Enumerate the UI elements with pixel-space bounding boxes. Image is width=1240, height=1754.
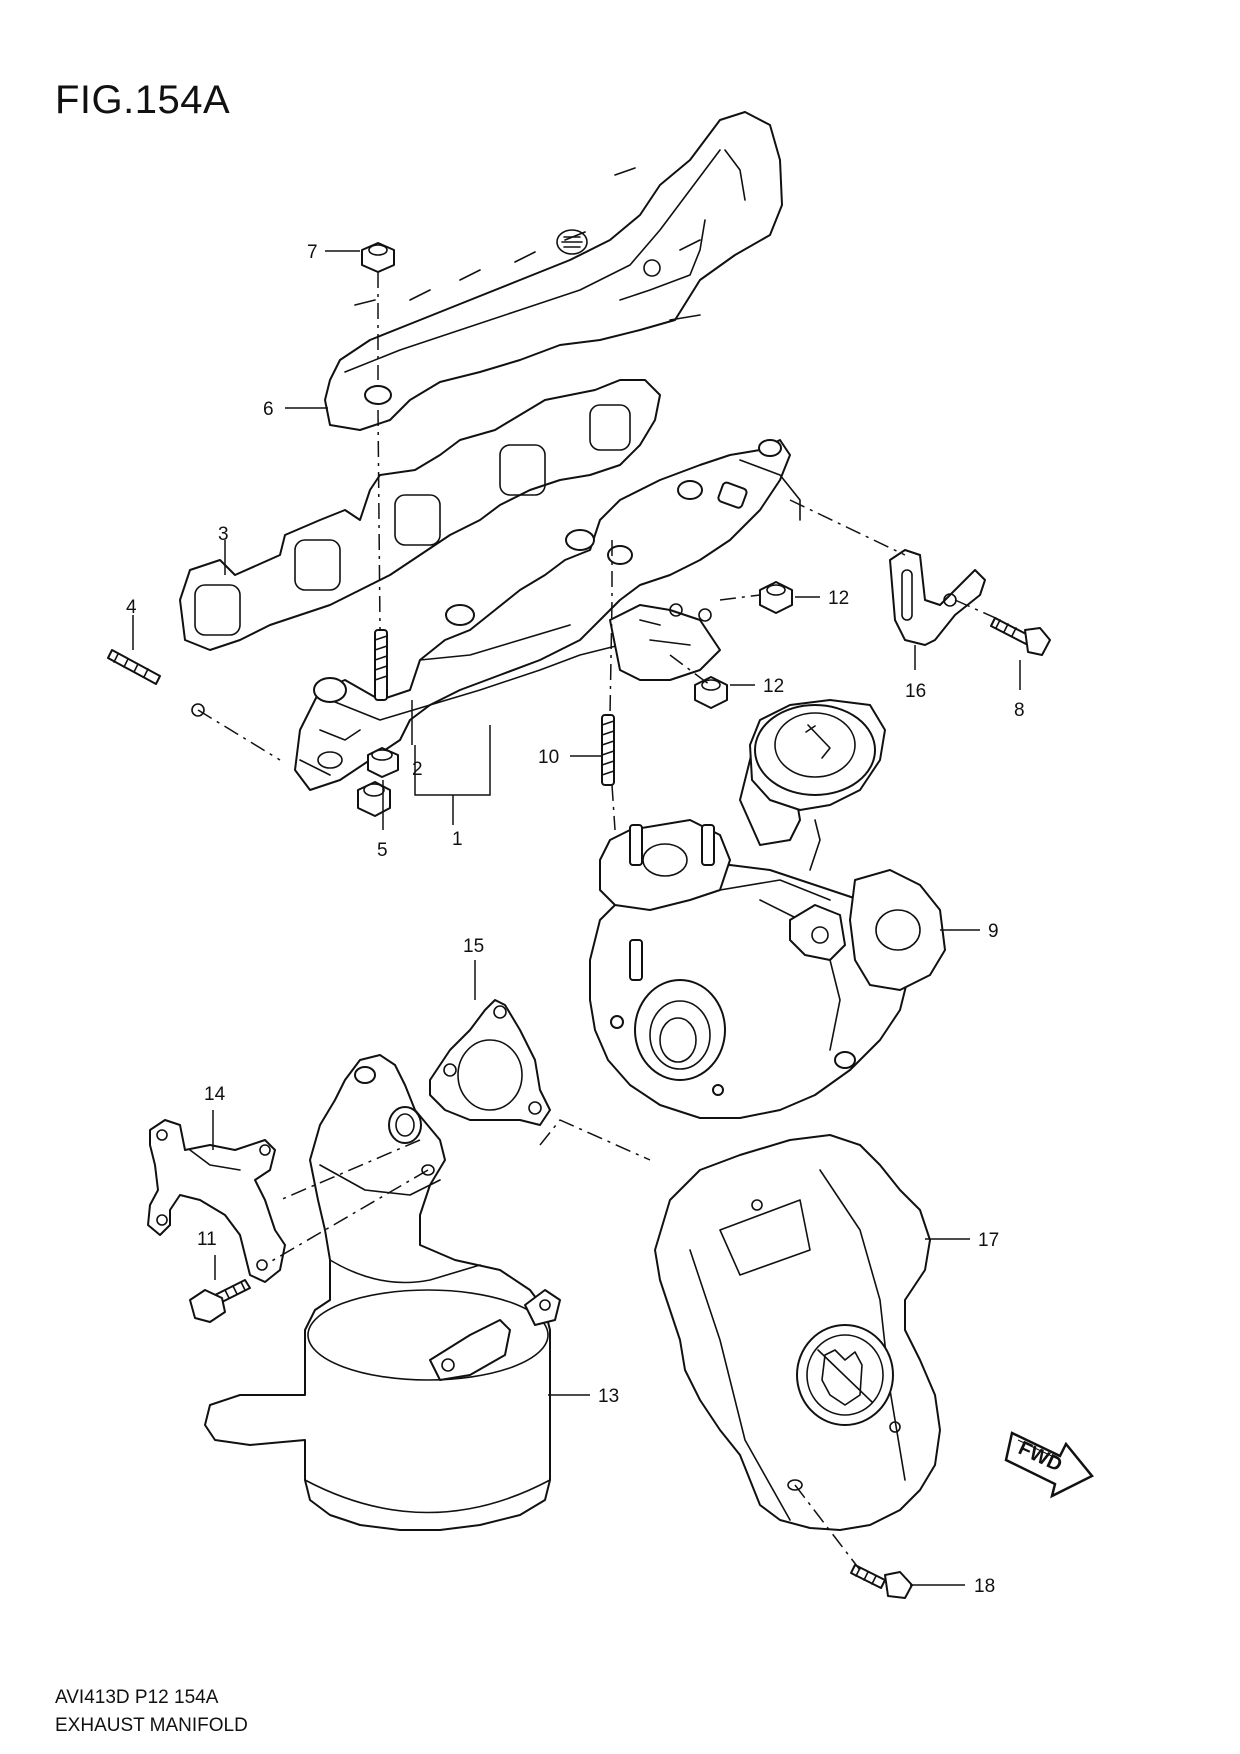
callout-3: 3 xyxy=(218,524,229,545)
callout-13: 13 xyxy=(598,1386,619,1407)
callout-14: 14 xyxy=(204,1084,226,1105)
callout-8: 8 xyxy=(1014,700,1025,721)
nut-12-lower xyxy=(694,676,728,709)
callout-17: 17 xyxy=(978,1230,999,1251)
callout-7: 7 xyxy=(307,242,318,263)
callout-15: 15 xyxy=(463,936,484,957)
callout-11: 11 xyxy=(197,1229,217,1250)
bolt-11 xyxy=(189,1279,251,1323)
bracket-16 xyxy=(889,549,986,646)
nut-on-stud xyxy=(367,747,399,778)
stud-10 xyxy=(601,714,615,786)
alignment-lines xyxy=(197,272,1001,1571)
callout-4: 4 xyxy=(126,597,137,618)
bracket-14 xyxy=(147,1119,286,1283)
bolt-8 xyxy=(990,617,1051,656)
nut-5 xyxy=(357,781,391,817)
bolt-18 xyxy=(850,1564,913,1599)
figure-code: AVI413D P12 154A xyxy=(55,1687,219,1708)
exhaust-manifold xyxy=(294,439,801,791)
callout-10: 10 xyxy=(538,747,559,768)
nut-7 xyxy=(361,242,395,273)
nut-12-upper xyxy=(759,581,793,614)
callout-6: 6 xyxy=(263,399,274,420)
manifold-heat-shield xyxy=(324,111,783,431)
callout-5: 5 xyxy=(377,840,388,861)
figure-name: EXHAUST MANIFOLD xyxy=(55,1715,248,1736)
callout-16: 16 xyxy=(905,681,926,702)
callout-numbers: 1 2 3 4 5 6 7 8 9 10 11 12 12 13 14 15 1… xyxy=(126,242,1025,1597)
callout-12-upper: 12 xyxy=(828,588,849,609)
leader-lines xyxy=(132,250,1021,1586)
figure-title: FIG.154A xyxy=(55,78,231,122)
callout-9: 9 xyxy=(988,921,999,942)
turbo-gasket xyxy=(429,999,551,1126)
callout-12-lower: 12 xyxy=(763,676,784,697)
callout-18: 18 xyxy=(974,1576,995,1597)
forward-direction-arrow-icon: FWD xyxy=(1004,1431,1094,1499)
stud-4 xyxy=(107,649,161,685)
catalyst-heat-shield xyxy=(654,1134,941,1531)
turbocharger xyxy=(589,699,946,1119)
manifold-gasket xyxy=(179,379,661,717)
callout-2: 2 xyxy=(412,759,423,780)
stud-2 xyxy=(374,629,388,701)
callout-1: 1 xyxy=(452,829,463,850)
catalytic-converter xyxy=(204,1054,561,1531)
